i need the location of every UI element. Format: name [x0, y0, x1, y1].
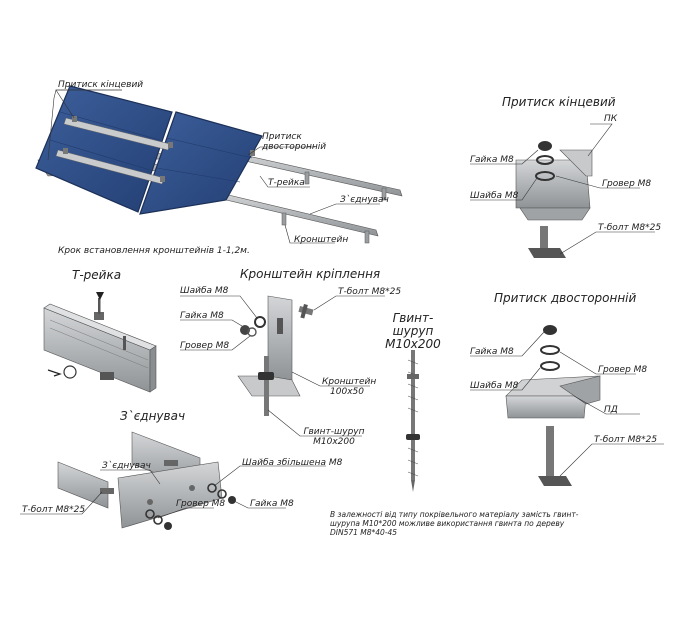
- t-rail-detail: [43, 292, 157, 393]
- footnote: В залежності від типу покрівельного мате…: [330, 510, 579, 537]
- end-clamp-callout: Притиск кінцевий: [58, 80, 144, 90]
- connector-nut-label: Гайка М8: [250, 499, 294, 509]
- bracket-washer-label: Шайба М8: [180, 286, 229, 296]
- t-rail-title: Т-рейка: [72, 268, 122, 282]
- bracket-bolt-label: Т-болт М8*25: [338, 287, 402, 297]
- double-clamp-detail: [505, 325, 601, 486]
- connector-callout: З`єднувач: [340, 195, 389, 205]
- double-clamp-bolt-label: Т-болт М8*25: [594, 435, 658, 445]
- double-clamp-callout: Притиск двосторонній: [262, 132, 327, 152]
- connector-grover-label: Гровер М8: [176, 499, 226, 509]
- connector-title: З`єднувач: [120, 409, 186, 423]
- bracket-grover-label: Гровер М8: [180, 341, 230, 351]
- bracket-screw-label: Гвинт-шуруп М10х200: [303, 427, 365, 447]
- connector-detail: [57, 431, 236, 530]
- double-clamp-title: Притиск двосторонній: [494, 291, 637, 305]
- double-clamp-code: ПД: [604, 405, 618, 415]
- bracket-callout: Кронштейн: [294, 235, 349, 245]
- t-rail-callout: Т-рейка: [268, 178, 305, 188]
- end-clamp-title: Притиск кінцевий: [502, 95, 616, 109]
- end-clamp-code: ПК: [604, 114, 618, 124]
- solar-panel-assembly: [35, 85, 403, 244]
- screw-detail: [406, 350, 420, 492]
- connector-bolt-label: Т-болт М8*25: [22, 505, 86, 515]
- step-caption: Крок встановлення кронштейнів 1-1,2м.: [58, 246, 250, 256]
- end-clamp-washer-label: Шайба М8: [470, 191, 519, 201]
- double-clamp-grover-label: Гровер М8: [598, 365, 648, 375]
- screw-title: Гвинт-шуруп М10х200: [385, 311, 441, 351]
- end-clamp-bolt-label: Т-болт М8*25: [598, 223, 662, 233]
- double-clamp-nut-label: Гайка М8: [470, 347, 514, 357]
- end-clamp-detail: [515, 141, 593, 258]
- connector-part-label: З`єднувач: [102, 461, 151, 471]
- connector-washer-label: Шайба збільшена М8: [242, 458, 343, 468]
- end-clamp-grover-label: Гровер М8: [602, 179, 652, 189]
- bracket-nut-label: Гайка М8: [180, 311, 224, 321]
- end-clamp-nut-label: Гайка М8: [470, 155, 514, 165]
- bracket-plate-label: Кронштейн 100х50: [322, 377, 377, 397]
- bracket-detail: [237, 295, 314, 416]
- double-clamp-washer-label: Шайба М8: [470, 381, 519, 391]
- bracket-title: Кронштейн кріплення: [240, 267, 381, 281]
